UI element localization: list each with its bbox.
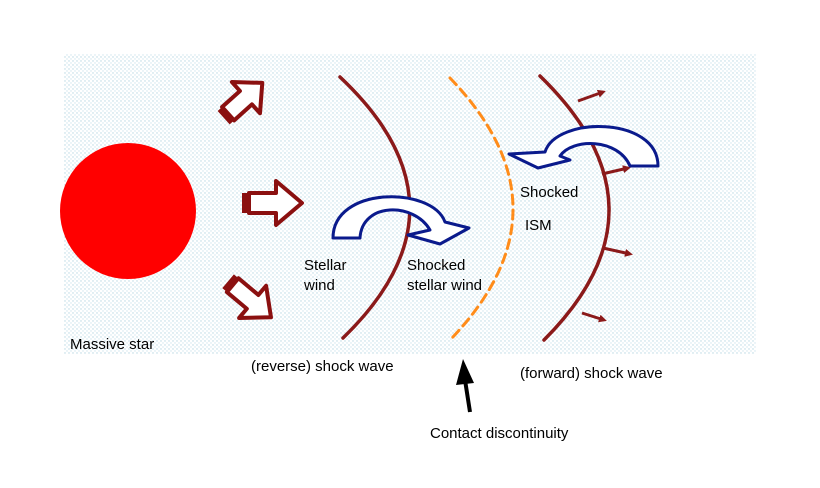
forward-shock-curve: [538, 74, 611, 342]
forward-shock-arrow-1: [577, 89, 606, 103]
wind-arrow-lower: [222, 274, 273, 320]
shocked-stellar-wind-label-line1: Shocked: [407, 257, 466, 274]
wind-arrow-middle: [242, 179, 304, 227]
forward-shock-arrow-3: [602, 246, 633, 257]
forward-shock-arrow-4: [581, 311, 607, 323]
contact-pointer-shaft: [463, 379, 472, 413]
shocked-ism-label-line1: Shocked: [520, 184, 579, 201]
shocked-stellar-wind-label-line2: stellar wind: [407, 277, 483, 294]
reverse-shock-label: (reverse) shock wave: [251, 358, 394, 375]
wind-arrow-upper: [217, 80, 265, 125]
contact-pointer-head: [456, 359, 474, 385]
massive-star-label: Massive star: [70, 336, 155, 353]
stellar-wind-label-line1: Stellar: [304, 257, 347, 274]
contact-discontinuity-label: Contact discontinuity: [430, 425, 569, 442]
turbulence-arrow-ism: [507, 125, 660, 170]
shocked-ism-label-line2: ISM: [525, 217, 552, 234]
contact-discontinuity-curve: [448, 76, 515, 340]
stellar-wind-label-line2: wind: [304, 277, 335, 294]
forward-shock-arrow-2: [601, 165, 631, 176]
forward-shock-label: (forward) shock wave: [520, 365, 663, 382]
turbulence-arrow-stellar-wind: [331, 195, 471, 246]
massive-star-disc: [60, 143, 196, 279]
